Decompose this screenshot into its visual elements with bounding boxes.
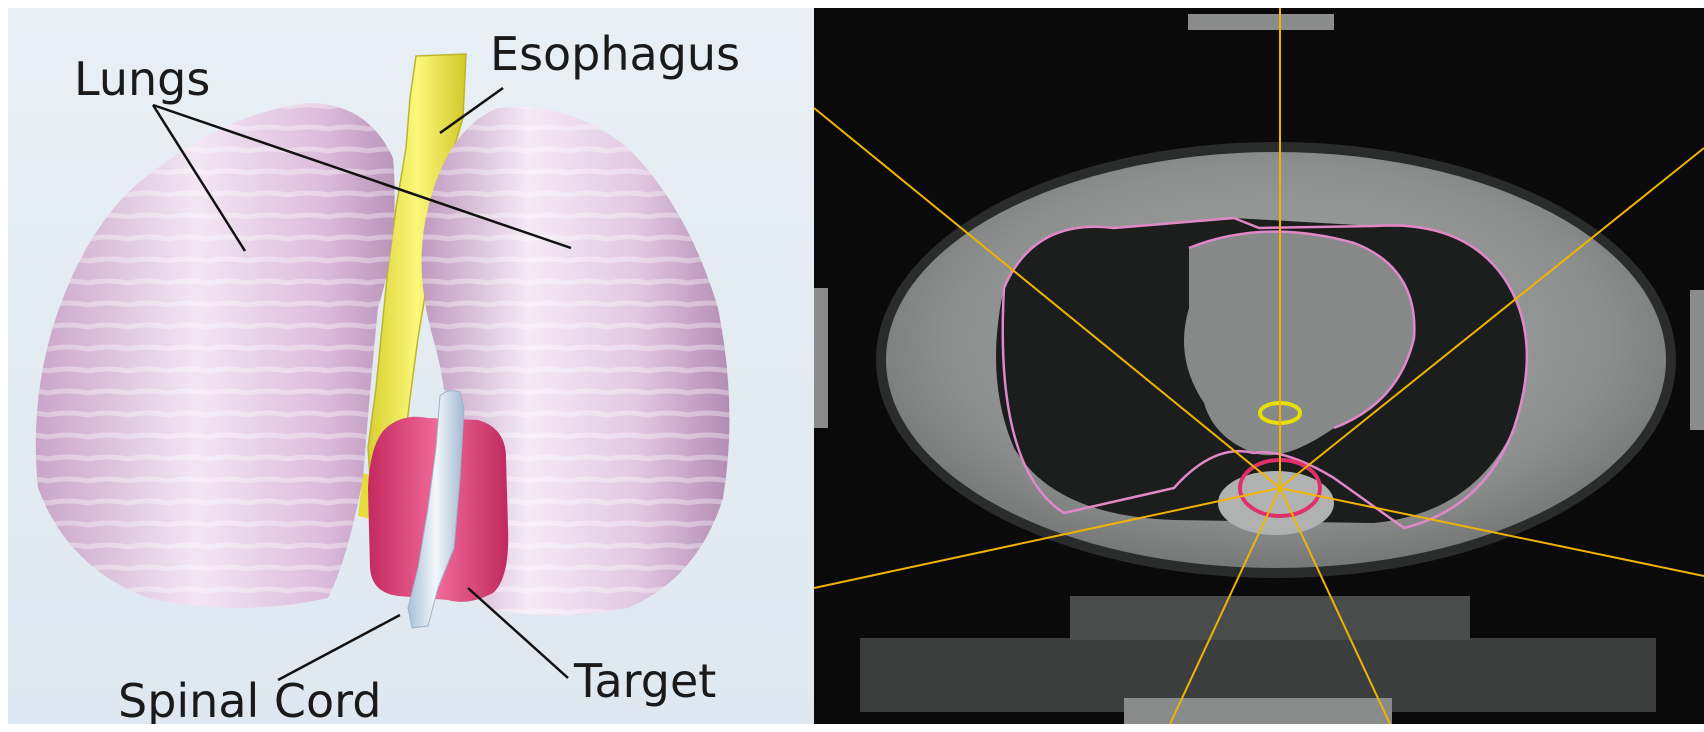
organ-3d-rendering-panel: Lungs Esophagus Spinal Cord Target — [8, 8, 814, 724]
spinal-cord-leader — [278, 615, 400, 680]
left-lung-texture — [36, 103, 395, 608]
left-side-marker — [814, 288, 828, 428]
top-marker — [1188, 14, 1334, 30]
ct-table-base — [1124, 698, 1392, 724]
ct-slice-image — [814, 8, 1704, 724]
organ-3d-rendering — [8, 8, 814, 724]
lungs-label: Lungs — [74, 56, 210, 102]
target-label: Target — [574, 658, 716, 704]
ct-table-top — [1070, 596, 1470, 640]
right-side-marker — [1690, 290, 1704, 430]
esophagus-label: Esophagus — [490, 31, 740, 77]
ct-slice-panel — [814, 8, 1704, 724]
spinal-cord-label: Spinal Cord — [118, 678, 382, 724]
